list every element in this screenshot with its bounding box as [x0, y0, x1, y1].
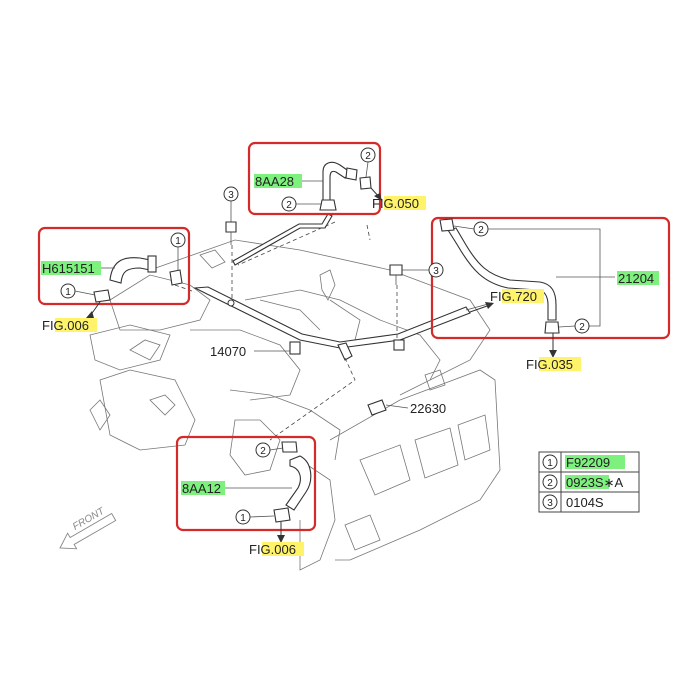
legend-part: 0104S	[566, 495, 604, 510]
legend-num: 3	[547, 498, 553, 509]
bolt	[225, 221, 237, 233]
part-label-8aa12: 8AA12	[182, 481, 221, 496]
fig-highlight	[539, 357, 581, 371]
label-highlight	[181, 481, 225, 495]
part-label-22630: 22630	[410, 401, 446, 416]
hose-21204	[439, 218, 560, 334]
front-indicator: FRONT	[59, 505, 117, 550]
legend-table: 1 F92209 2 0923S∗A 3 0104S	[538, 451, 640, 513]
callout-number: 1	[175, 236, 181, 247]
fig-highlight	[55, 318, 97, 332]
callout-number: 1	[240, 513, 246, 524]
pipe-clip	[289, 341, 301, 355]
callout-number: 2	[260, 446, 266, 457]
callout-number: 2	[478, 225, 484, 236]
arrow-head	[374, 193, 382, 201]
callout-number: 2	[365, 151, 371, 162]
callout-number: 2	[579, 322, 585, 333]
highlight-box-21204	[430, 216, 671, 340]
arrow-head	[277, 535, 285, 543]
fig-ref-050[interactable]: FIG.050	[372, 196, 419, 211]
legend-row: 1 F92209	[542, 454, 625, 470]
arrow-head	[549, 350, 557, 358]
fig-ref-720[interactable]: FIG.720	[490, 289, 537, 304]
legend-num: 2	[547, 478, 553, 489]
hose-8aa28	[319, 161, 372, 211]
callout-number: 3	[228, 190, 234, 201]
fig-highlight	[262, 542, 304, 556]
callout-number: 3	[433, 266, 439, 277]
fig-ref-006-left[interactable]: FIG.006	[42, 318, 89, 333]
arrow-head	[485, 302, 494, 309]
arrow-head	[86, 311, 94, 318]
pipe-clip	[393, 339, 405, 351]
hose-8aa12	[273, 441, 312, 523]
part-label-8aa28: 8AA28	[255, 174, 294, 189]
part-label-21204: 21204	[618, 271, 654, 286]
hose-h615151	[93, 255, 183, 303]
engine-outline	[89, 239, 501, 571]
front-arrow-icon	[59, 512, 117, 550]
label-highlight	[41, 261, 101, 275]
upper-pipe	[232, 213, 333, 266]
pipe-14070	[192, 286, 493, 361]
legend-part: 0923S∗A	[566, 475, 623, 490]
legend-row: 2 0923S∗A	[542, 474, 623, 490]
legend-row: 3 0104S	[542, 494, 604, 510]
fig-highlight	[384, 196, 426, 210]
bolt-washer	[227, 299, 235, 307]
sensor-22630	[367, 399, 387, 416]
fig-ref-006-bottom[interactable]: FIG.006	[249, 542, 296, 557]
legend-num: 1	[547, 458, 553, 469]
label-highlight	[254, 174, 302, 188]
callout-number: 1	[65, 287, 71, 298]
highlight-box-8aa12	[175, 435, 317, 532]
legend-part: F92209	[566, 455, 610, 470]
highlight-box-h615151	[37, 226, 191, 306]
part-label-h615151: H615151	[42, 261, 95, 276]
fig-ref-035[interactable]: FIG.035	[526, 357, 573, 372]
fig-highlight	[502, 289, 544, 303]
bolt	[389, 264, 403, 276]
part-label-14070: 14070	[210, 344, 246, 359]
dashed-leaders	[174, 221, 554, 441]
label-highlight	[617, 271, 659, 285]
callout-number: 2	[286, 200, 292, 211]
highlight-box-8aa28	[247, 141, 382, 216]
